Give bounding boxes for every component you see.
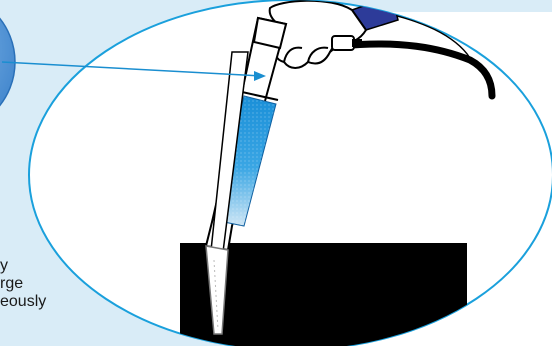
caption-line-1: y — [0, 257, 140, 275]
caption-line-3: eously — [0, 293, 140, 311]
caption-line-2: rge — [0, 275, 140, 293]
caption-text: y rge eously — [0, 257, 140, 311]
